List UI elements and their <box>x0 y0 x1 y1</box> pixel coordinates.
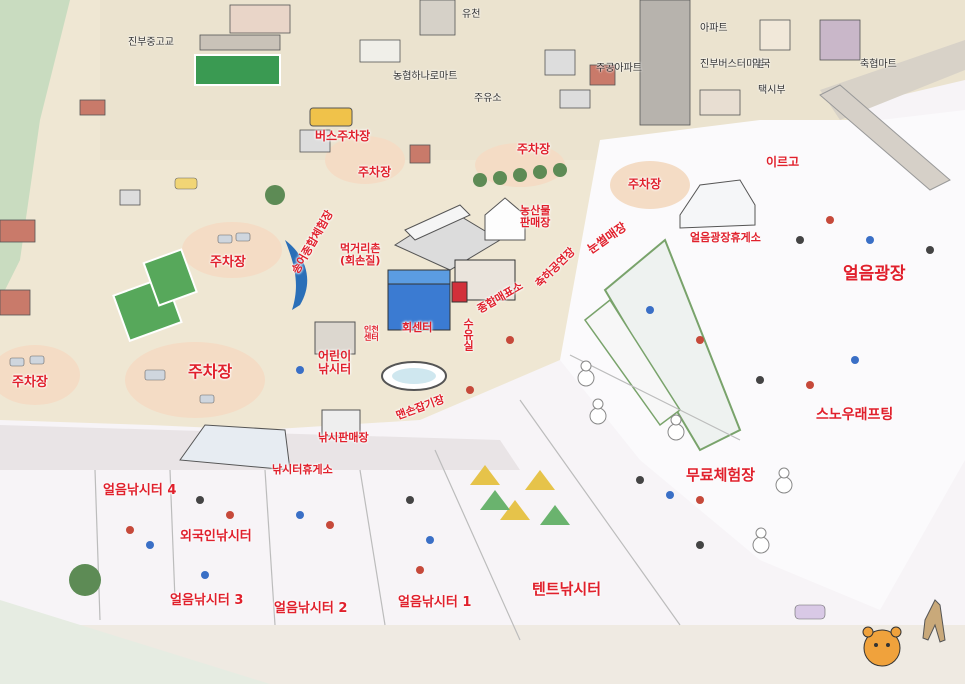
fish-icon <box>285 240 308 310</box>
label-ice-plaza: 얼음광장 <box>843 264 906 284</box>
label-school: 진부중고교 <box>128 37 174 48</box>
label-parking-2: 주차장 <box>517 142 551 156</box>
zone-dividers <box>94 354 741 641</box>
label-apartment: 아파트 <box>700 23 728 34</box>
bus <box>309 107 353 127</box>
label-foreigner-fishing: 외국인낚시터 <box>180 529 252 544</box>
deer-icon <box>922 599 946 643</box>
label-ice-fishing-3: 얼음낚시터 3 <box>170 593 244 608</box>
label-free-experience: 무료체험장 <box>686 466 756 484</box>
label-food-street: 먹거리촌 (회손질) <box>340 242 381 267</box>
label-taxi: 택시부 <box>758 85 786 96</box>
blue-center-building <box>387 279 451 331</box>
label-ice-plaza-rest: 얼음광장휴게소 <box>690 231 761 244</box>
fishing-rest-tent <box>179 424 291 471</box>
label-kids-center: 인천 센터 <box>364 325 379 343</box>
label-reservoir: 유천 <box>462 9 481 20</box>
label-snow-rafting: 스노우래프팅 <box>816 407 894 423</box>
bear-mascot-icon <box>862 626 902 667</box>
visitors <box>126 216 934 579</box>
label-kids-fishing: 어린이 낚시터 <box>318 349 352 376</box>
tree-icon <box>69 163 567 596</box>
sports-fields <box>112 54 281 343</box>
label-fishing-shop: 낚시판매장 <box>318 431 369 444</box>
hand-fishing-water <box>392 368 436 384</box>
label-parking-west-upper: 주차장 <box>210 255 246 270</box>
label-mart1: 농협하나로마트 <box>393 71 458 82</box>
label-terminal: 진부버스터미널 <box>700 59 765 70</box>
fishing-shop-building <box>321 409 361 437</box>
tent-icon <box>470 465 570 525</box>
kids-fishing-building <box>314 321 356 355</box>
blue-center-roof <box>387 269 451 285</box>
label-ice-fishing-1: 얼음낚시터 1 <box>398 595 472 610</box>
ice-plaza-rest-tent <box>679 179 756 229</box>
frozen-river <box>0 80 965 684</box>
label-gas: 주유소 <box>474 93 502 104</box>
car-icon <box>9 177 826 620</box>
label-parking-west-lower: 주차장 <box>188 362 233 381</box>
label-tent-fishing: 텐트낚시터 <box>532 580 602 598</box>
label-center: 회센터 <box>402 321 433 334</box>
town-buildings <box>0 0 861 316</box>
label-ice-fishing-4: 얼음낚시터 4 <box>103 483 177 498</box>
bridge <box>819 84 951 191</box>
label-water-sign: 수유실 <box>461 318 475 351</box>
label-parking-1: 주차장 <box>358 165 392 179</box>
label-farm-market: 농산물 판매장 <box>520 204 551 229</box>
farm-market-building <box>484 197 526 241</box>
label-igloo: 이르고 <box>766 155 800 169</box>
ice-plaza-area <box>560 110 965 610</box>
lower-bank <box>0 600 270 684</box>
ticket-office-red <box>451 281 468 303</box>
label-fishing-rest: 낚시터휴게소 <box>272 463 333 476</box>
label-pharmacy: 약국 <box>752 59 771 70</box>
label-parking-southwest: 주차장 <box>12 375 48 390</box>
snowman-icon <box>577 360 793 554</box>
label-mart3: 축협마트 <box>860 59 897 70</box>
label-ice-fishing-2: 얼음낚시터 2 <box>274 601 348 616</box>
label-mart2: 주공아파트 <box>596 63 642 74</box>
ticket-office-building <box>454 259 516 301</box>
label-bus-parking: 버스주차장 <box>315 129 371 143</box>
label-parking-3: 주차장 <box>628 177 662 191</box>
